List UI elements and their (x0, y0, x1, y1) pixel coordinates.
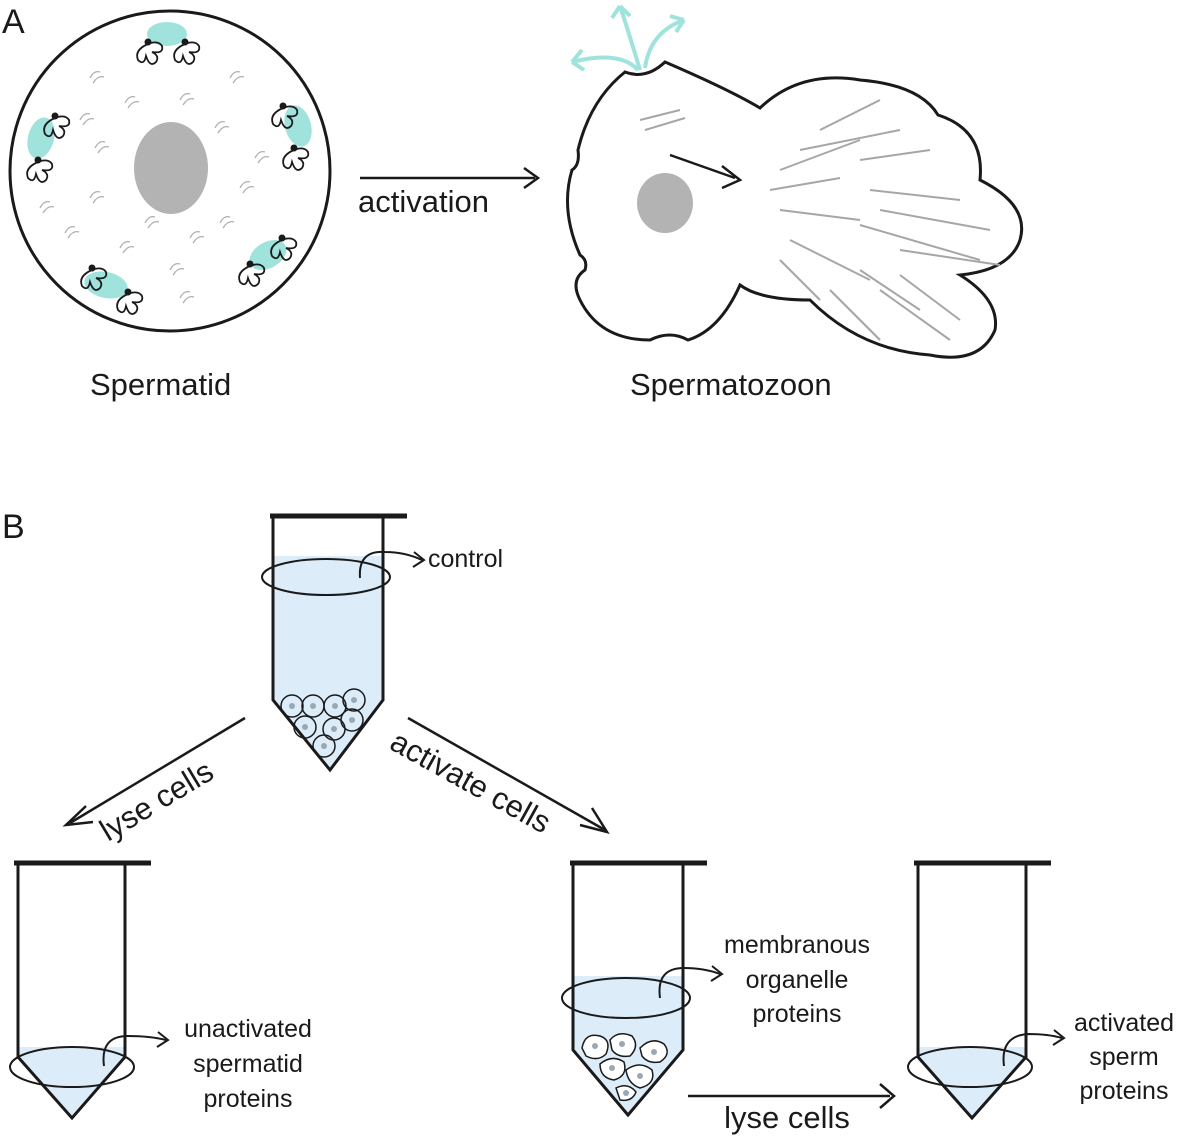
control-cells (280, 688, 366, 758)
activation-label: activation (358, 184, 489, 219)
unactivated-label-1: unactivated (184, 1015, 312, 1043)
activated-label-1: activated (1074, 1009, 1174, 1037)
spermatid-organelles (26, 22, 312, 315)
lyse-cells-bottom-label: lyse cells (724, 1100, 850, 1135)
activated-sperm-tube (907, 860, 1066, 1121)
unactivated-tube (9, 860, 170, 1121)
panel-a-letter: A (2, 3, 25, 41)
panel-b-letter: B (2, 508, 25, 546)
activation-arrowhead (523, 166, 541, 190)
spermatozoon-label: Spermatozoon (630, 367, 832, 402)
spermatozoon-nucleus (637, 173, 693, 233)
activated-label-2: sperm (1089, 1043, 1158, 1071)
spermatozoon-cell (566, 4, 1024, 359)
activate-cells-label: activate cells (385, 724, 557, 841)
spermatid-label: Spermatid (90, 367, 231, 402)
membranous-label-3: proteins (753, 1000, 842, 1028)
spermatid-nucleus (134, 122, 208, 214)
membranous-label-1: membranous (724, 931, 870, 959)
control-label: control (428, 545, 503, 573)
activated-cells-tube (561, 860, 724, 1118)
unactivated-label-2: spermatid (193, 1050, 303, 1078)
activate-cells-arrow (407, 716, 606, 832)
spermatozoon-fibers (639, 99, 1001, 341)
lyse-cells-left-label: lyse cells (94, 753, 220, 848)
lyse-cells-left-arrow (69, 716, 246, 825)
spermatid-cell (8, 9, 332, 333)
control-tube (261, 513, 426, 773)
activated-label-3: proteins (1080, 1077, 1169, 1105)
unactivated-label-3: proteins (204, 1085, 293, 1113)
released-vesicles (570, 4, 686, 72)
membranous-label-2: organelle (746, 966, 849, 994)
